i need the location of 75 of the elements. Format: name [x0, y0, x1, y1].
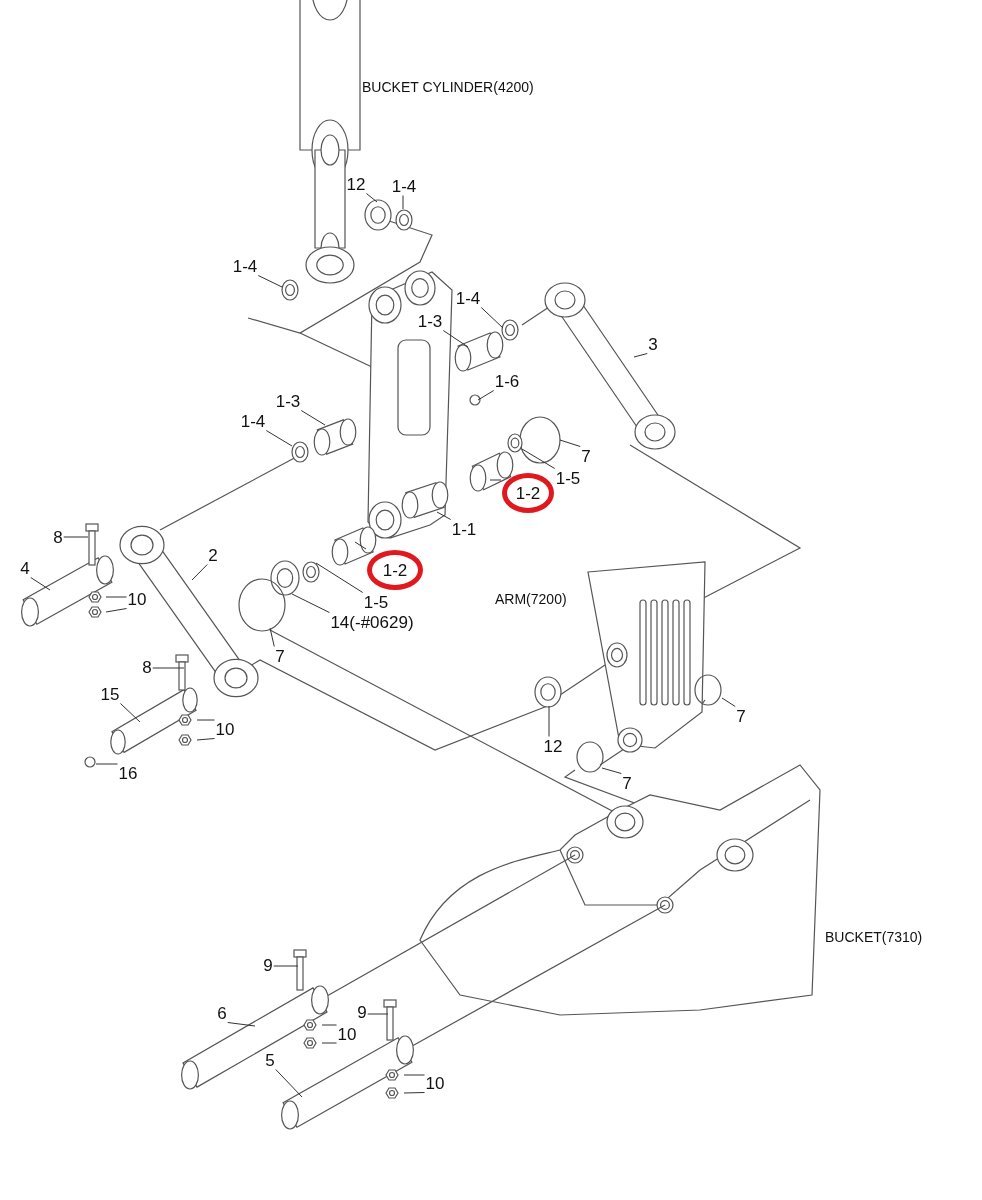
- leader-line: [191, 564, 208, 581]
- leader-line: [105, 596, 128, 598]
- callout-number: 1-4: [232, 257, 258, 275]
- leader-line: [265, 430, 293, 447]
- callout-number: 9: [357, 1003, 367, 1021]
- leader-line: [548, 705, 550, 737]
- part-label: BUCKET(7310): [825, 930, 923, 944]
- leader-line: [403, 1074, 426, 1076]
- callout-number: 8: [142, 658, 152, 676]
- callout-number: 14(-#0629): [330, 613, 414, 631]
- leader-line: [367, 1013, 389, 1015]
- callout-number: 10: [425, 1074, 445, 1092]
- callout-number: 2: [208, 546, 218, 564]
- callout-number: 15: [100, 685, 120, 703]
- leader-line: [196, 738, 216, 741]
- leader-line: [273, 965, 299, 967]
- leader-line: [63, 536, 89, 538]
- part-label: ARM(7200): [495, 592, 567, 606]
- leader-line: [95, 763, 119, 765]
- callout-number: 7: [736, 707, 746, 725]
- callout-number: 12: [543, 737, 563, 755]
- callout-number: 7: [581, 447, 591, 465]
- leader-line: [275, 1069, 303, 1098]
- callout-number: 1-4: [391, 177, 417, 195]
- leader-line: [105, 608, 128, 613]
- callout-number: 5: [265, 1051, 275, 1069]
- leader-line: [119, 703, 141, 723]
- callout-number: 10: [127, 590, 147, 608]
- leader-line: [559, 439, 581, 447]
- leader-line: [354, 541, 367, 550]
- leader-line: [291, 593, 330, 613]
- callout-number: 16: [118, 764, 138, 782]
- callout-number: 1-4: [240, 412, 266, 430]
- leader-line: [152, 667, 185, 669]
- leader-line: [403, 1092, 426, 1094]
- part-label: BUCKET CYLINDER(4200): [362, 80, 534, 94]
- leader-line: [442, 330, 469, 348]
- leader-line: [721, 697, 736, 707]
- leader-line: [321, 1042, 338, 1044]
- leader-line: [196, 719, 216, 721]
- leader-line: [601, 767, 622, 774]
- callout-number: 7: [275, 647, 285, 665]
- callout-number: 1-3: [417, 312, 443, 330]
- callout-number: 1-5: [555, 469, 581, 487]
- callout-number: 1-3: [275, 392, 301, 410]
- callout-number: 7: [622, 774, 632, 792]
- callout-number: 12: [346, 175, 366, 193]
- callout-number: 1-6: [494, 372, 520, 390]
- circled-callout-number: 1-2: [367, 550, 423, 590]
- circled-callout-number: 1-2: [502, 473, 554, 513]
- leader-line: [269, 627, 275, 647]
- leader-line: [480, 307, 504, 329]
- leader-line: [227, 1022, 256, 1027]
- leader-line: [489, 479, 502, 481]
- leader-line: [321, 1024, 338, 1026]
- leader-line: [300, 410, 326, 426]
- callout-number: 9: [263, 956, 273, 974]
- callout-number: 10: [337, 1025, 357, 1043]
- callout-number: 3: [648, 335, 658, 353]
- leader-line: [436, 511, 452, 520]
- callout-number: 1-5: [363, 593, 389, 611]
- callout-number: 6: [217, 1004, 227, 1022]
- leader-line: [402, 195, 404, 210]
- leader-line: [633, 353, 648, 358]
- leader-line: [521, 448, 556, 469]
- callout-number: 4: [20, 559, 30, 577]
- callout-number: 1-1: [451, 520, 477, 538]
- callout-number: 10: [215, 720, 235, 738]
- leader-line: [30, 577, 51, 591]
- callout-number: 8: [53, 528, 63, 546]
- callout-number: 1-4: [455, 289, 481, 307]
- leader-line: [477, 390, 495, 401]
- leader-line: [365, 193, 378, 203]
- leader-line: [315, 562, 364, 593]
- leader-line: [257, 275, 283, 288]
